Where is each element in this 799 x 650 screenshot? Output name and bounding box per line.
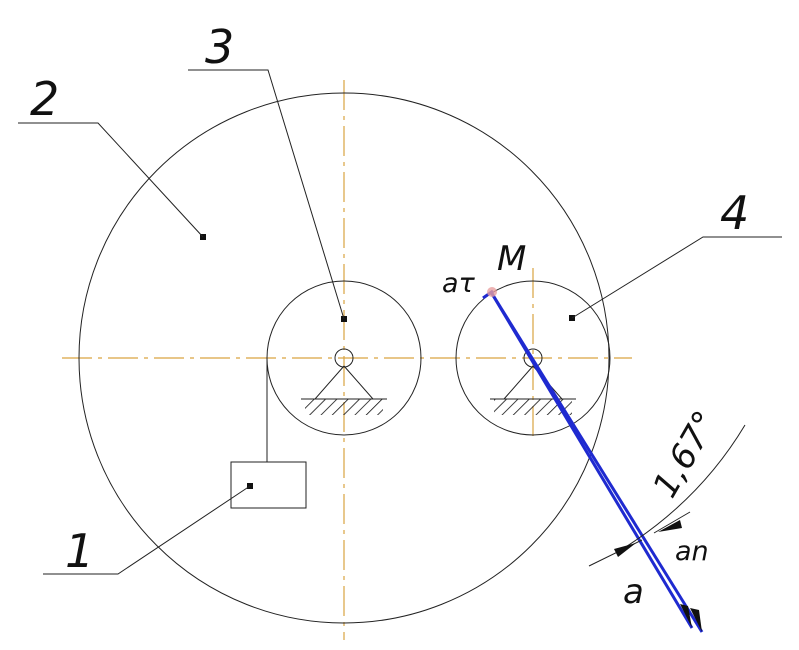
- arrowhead-a: [680, 604, 692, 628]
- leader-3: [188, 69, 345, 320]
- dim-extension-right: [653, 511, 691, 534]
- leader-4: [571, 236, 782, 319]
- vector-a-n: [489, 291, 704, 633]
- leader-1: [43, 485, 251, 575]
- label-4: 4: [720, 186, 749, 240]
- block-1: [230, 461, 307, 509]
- label-a-n: an: [675, 536, 709, 567]
- label-a-tau: aτ: [442, 268, 476, 299]
- wheel-4: [455, 280, 611, 436]
- dim-arrow-left: [614, 543, 636, 557]
- label-2: 2: [30, 72, 59, 126]
- label-angle: 1,67°: [645, 404, 726, 504]
- angle-arc: [623, 424, 746, 549]
- arrowhead-an: [690, 608, 702, 632]
- wheel-4-hub: [523, 348, 543, 368]
- label-3: 3: [205, 20, 234, 74]
- dim-arrow-right: [658, 520, 682, 532]
- ground-hatch-4: [494, 399, 572, 415]
- point-m-highlight: [487, 287, 497, 297]
- wheel-2: [78, 92, 610, 624]
- ground-hatch-3: [305, 399, 383, 415]
- label-a: a: [623, 572, 644, 612]
- label-point-m: M: [497, 239, 526, 279]
- leader-2: [18, 122, 204, 238]
- wheel-3-hub: [334, 348, 354, 368]
- label-1: 1: [65, 524, 94, 578]
